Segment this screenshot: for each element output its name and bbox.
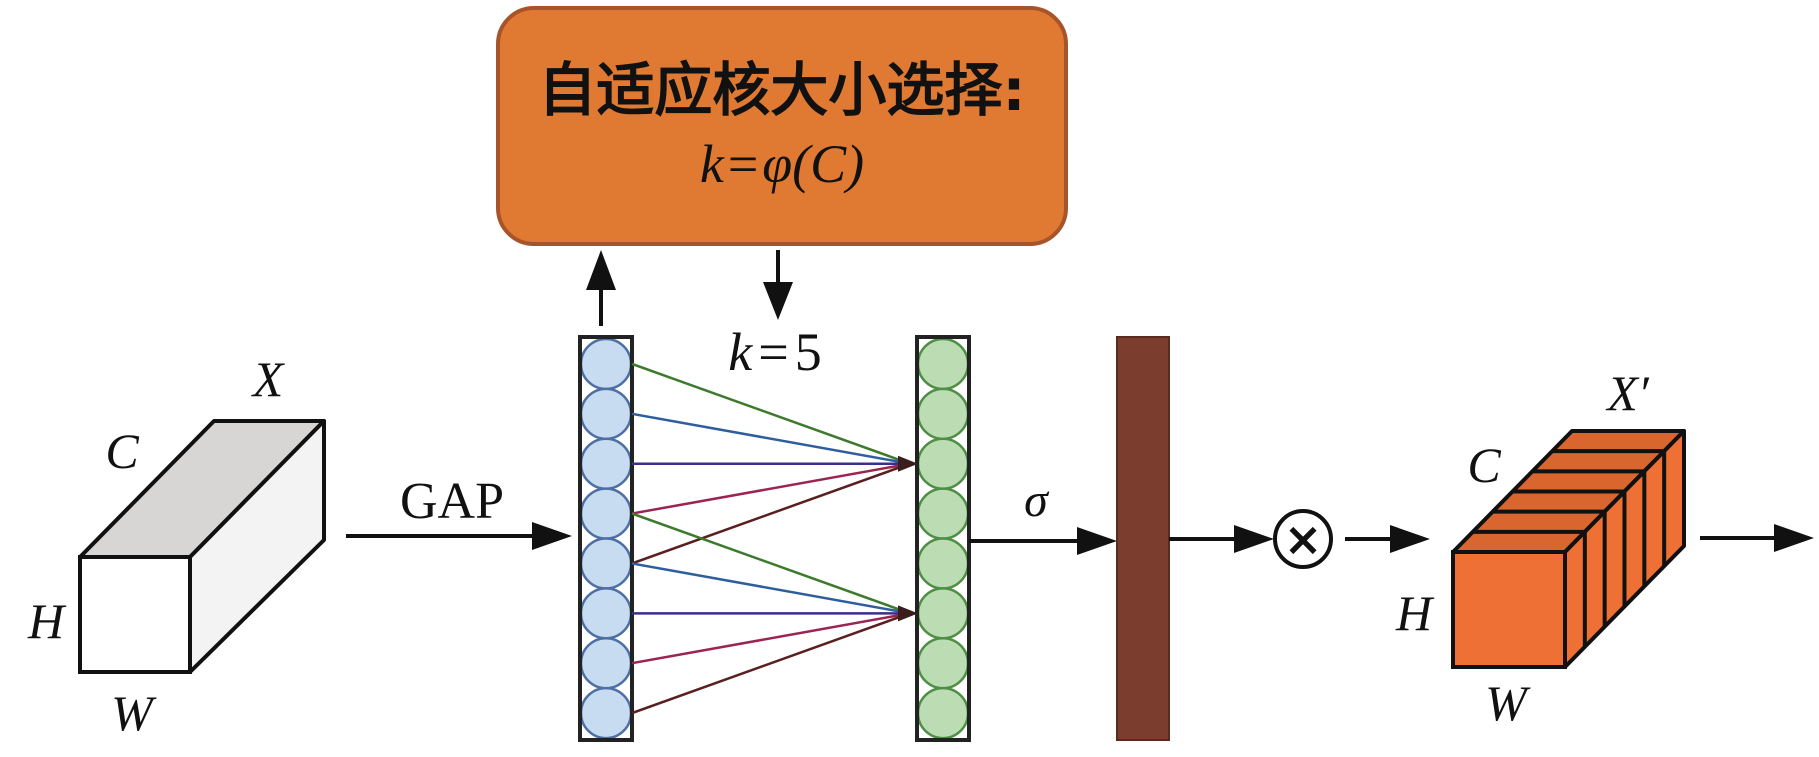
conv1d-connection	[631, 412, 911, 465]
input-tensor-width-label: W	[111, 685, 157, 741]
sigmoid-arrow: σ	[969, 474, 1117, 555]
conv1d-connection	[631, 362, 911, 465]
pooled-feature-node	[579, 636, 633, 690]
pooled-feature-node	[579, 387, 633, 441]
conv-output-node	[916, 537, 970, 590]
gap-arrow: GAP	[346, 473, 572, 550]
conv1d-connection	[631, 512, 911, 615]
arrow-to-kernel-box	[586, 250, 616, 326]
arrow-from-kernel-box	[763, 250, 793, 320]
pooled-feature-node	[579, 337, 633, 391]
conv-output-node	[916, 636, 970, 690]
arrow-to-output-tensor	[1345, 525, 1430, 553]
output-tensor-name: X′	[1605, 365, 1650, 421]
conv-output-node	[916, 587, 970, 640]
gap-label: GAP	[400, 473, 504, 530]
input-tensor-name: X	[251, 351, 286, 407]
output-tensor	[1451, 429, 1686, 669]
arrow-to-multiply	[1169, 525, 1274, 553]
sigmoid-label: σ	[1024, 474, 1050, 527]
input-tensor-front-face	[78, 555, 192, 674]
conv1d-connection	[631, 462, 911, 565]
adaptive-kernel-title: 自适应核大小选择:	[538, 56, 1025, 124]
conv1d-connection	[631, 612, 911, 665]
output-tensor-width-label: W	[1485, 675, 1531, 731]
input-tensor-channel-label: C	[105, 423, 139, 479]
conv1d-connection	[631, 612, 911, 715]
pooled-feature-node	[579, 537, 633, 590]
output-tensor-channel-label: C	[1467, 437, 1501, 493]
output-tensor-height-label: H	[1395, 585, 1435, 641]
conv-output-column	[915, 335, 971, 742]
conv-output-node	[916, 487, 970, 540]
pooled-feature-node	[579, 437, 633, 490]
input-tensor-height-label: H	[27, 593, 67, 649]
attention-weights-bar	[1116, 336, 1170, 741]
output-tensor-front-face	[1451, 550, 1567, 669]
kernel-size-label: k=5	[728, 322, 821, 382]
conv-output-node	[916, 686, 970, 740]
conv1d-connection	[631, 462, 911, 515]
pooled-feature-column	[578, 335, 634, 742]
pooled-feature-node	[579, 587, 633, 640]
conv1d-connections	[631, 362, 918, 715]
input-tensor: X C H W	[27, 351, 326, 741]
conv-output-node	[916, 437, 970, 490]
connection-arrowhead	[898, 605, 918, 622]
pooled-feature-node	[579, 686, 633, 740]
adaptive-kernel-box: 自适应核大小选择: k=φ(C)	[496, 6, 1068, 246]
connection-arrowhead	[898, 455, 918, 472]
kernel-formula: k=φ(C)	[700, 134, 864, 194]
conv-output-node	[916, 337, 970, 391]
pooled-feature-node	[579, 487, 633, 540]
conv1d-connection	[631, 562, 911, 615]
multiply-operator: ×	[1273, 509, 1333, 569]
conv-output-node	[916, 387, 970, 441]
multiply-icon: ×	[1284, 512, 1323, 566]
final-output-arrow	[1700, 524, 1814, 552]
